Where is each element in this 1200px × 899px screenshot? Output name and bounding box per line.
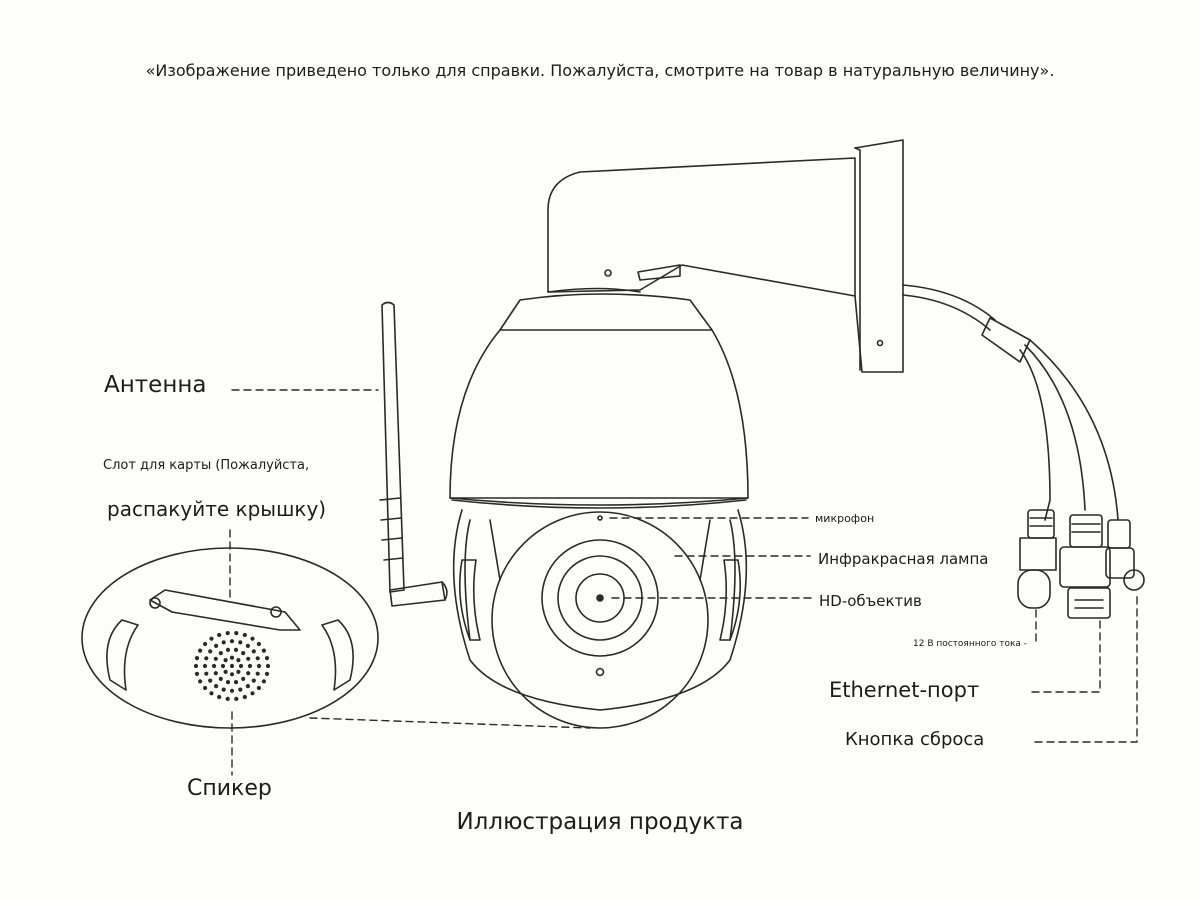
speaker-hole (198, 648, 203, 653)
speaker-hole (193, 663, 199, 669)
speaker-hole (241, 676, 246, 682)
label-microphone: микрофон (815, 512, 875, 525)
cable-harness (902, 284, 1119, 521)
speaker-hole (245, 684, 250, 689)
reset-connector (1105, 519, 1145, 591)
speaker-hole (246, 671, 251, 676)
wall-mount-bracket (547, 139, 904, 373)
label-card-slot-line2: распакуйте крышку) (107, 497, 327, 521)
speaker-hole (213, 656, 218, 661)
speaker-hole (214, 684, 219, 689)
speaker-hole (220, 663, 226, 669)
speaker-hole (251, 649, 256, 654)
speaker-hole (225, 680, 231, 685)
speaker-hole (208, 678, 213, 683)
speaker-hole (233, 680, 239, 685)
speaker-hole (229, 663, 235, 669)
antenna-drawing (379, 301, 448, 607)
speaker-hole (250, 691, 255, 696)
dc-12v-connector (1017, 509, 1057, 609)
speaker-hole (203, 641, 208, 647)
speaker-hole (223, 669, 228, 675)
speaker-closeup (81, 547, 379, 729)
speaker-hole (242, 694, 247, 700)
label-ethernet-port: Ethernet-порт (829, 678, 980, 702)
speaker-hole (211, 663, 217, 669)
speaker-hole (217, 694, 222, 700)
speaker-hole (241, 651, 246, 656)
speaker-hole (221, 687, 226, 692)
speaker-hole (264, 671, 270, 677)
speaker-hole (238, 687, 243, 692)
speaker-hole (234, 696, 239, 702)
speaker-hole (229, 688, 235, 693)
speaker-hole (225, 631, 230, 636)
speaker-hole (209, 691, 214, 696)
label-hd-lens: HD-объектив (819, 592, 922, 610)
speaker-hole (198, 679, 203, 684)
speaker-hole (236, 658, 241, 663)
speaker-hole (261, 679, 266, 684)
label-antenna: Антенна (104, 372, 207, 398)
speaker-hole (209, 636, 214, 641)
speaker-hole (229, 672, 235, 677)
speaker-hole (218, 651, 223, 656)
speaker-hole (229, 655, 235, 660)
speaker-hole (233, 647, 239, 653)
speaker-hole (236, 669, 241, 675)
speaker-hole (255, 656, 260, 661)
speaker-grille (193, 631, 271, 702)
speaker-hole (203, 685, 208, 691)
camera-head (452, 509, 748, 729)
label-card-slot-line1: Слот для карты (Пожалуйста, (103, 458, 310, 473)
leader-lines (229, 389, 1138, 776)
speaker-hole (265, 663, 271, 669)
speaker-hole (251, 678, 256, 683)
speaker-hole (221, 640, 226, 645)
leader-ethernet (1031, 619, 1101, 693)
speaker-hole (256, 685, 261, 691)
speaker-hole (250, 636, 255, 641)
speaker-hole (213, 671, 218, 676)
speaker-hole (202, 663, 208, 669)
label-dc-12v: 12 В постоянного тока - (913, 639, 1028, 649)
speaker-hole (214, 643, 219, 649)
speaker-hole (245, 643, 250, 649)
speaker-hole (256, 663, 262, 669)
speaker-hole (246, 656, 251, 661)
leader-speaker-link (309, 717, 591, 729)
speaker-hole (204, 656, 209, 661)
label-ir-lamp: Инфракрасная лампа (818, 550, 989, 568)
speaker-hole (264, 656, 270, 661)
speaker-hole (225, 696, 230, 702)
speaker-hole (223, 658, 228, 663)
speaker-hole (208, 649, 213, 654)
speaker-hole (255, 671, 260, 676)
speaker-hole (194, 656, 200, 661)
speaker-hole (194, 671, 200, 677)
leader-reset (1034, 591, 1138, 743)
speaker-hole (234, 631, 239, 636)
speaker-hole (242, 632, 247, 638)
disclaimer-text: «Изображение приведено только для справк… (145, 61, 1055, 80)
speaker-hole (256, 641, 261, 647)
speaker-hole (218, 676, 223, 682)
speaker-hole (261, 648, 266, 653)
label-speaker: Спикер (187, 776, 272, 801)
figure-caption: Иллюстрация продукта (456, 809, 744, 835)
speaker-hole (238, 663, 244, 669)
ethernet-connector (1059, 514, 1111, 619)
label-reset-button: Кнопка сброса (845, 729, 985, 750)
speaker-hole (238, 640, 243, 645)
speaker-hole (247, 663, 253, 669)
speaker-hole (204, 671, 209, 676)
dome-housing (449, 293, 749, 509)
speaker-hole (229, 639, 235, 644)
speaker-hole (217, 632, 222, 638)
speaker-hole (225, 647, 231, 653)
